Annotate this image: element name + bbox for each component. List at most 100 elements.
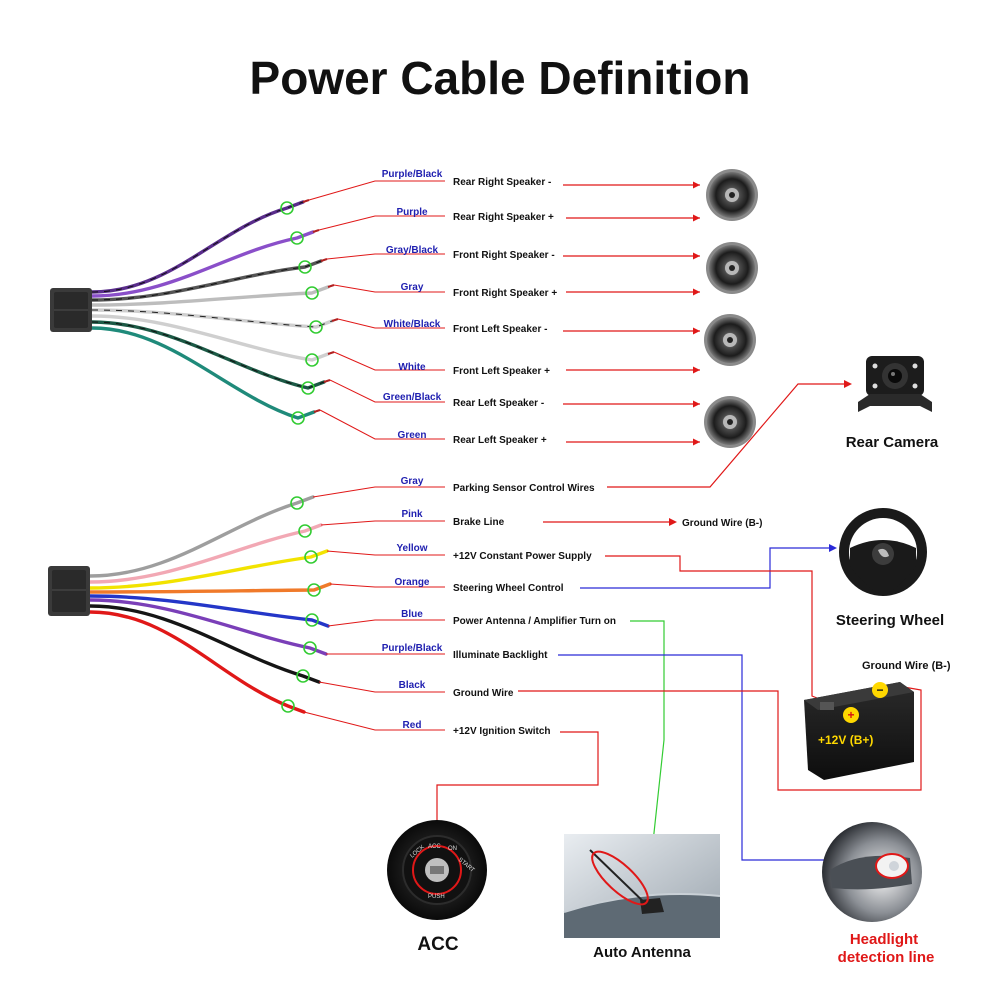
function-label-rear-right-speaker-1: Rear Right Speaker + (453, 212, 554, 223)
svg-text:+: + (847, 708, 854, 722)
route-backlight (558, 654, 835, 861)
route-steering-control-arrow (829, 544, 837, 552)
wire-orange-3 (88, 582, 332, 594)
function-label-parking-sensor-control-wires-0: Parking Sensor Control Wires (453, 483, 595, 494)
wire-marker-3 (305, 286, 319, 300)
route-steering-control (580, 547, 830, 589)
color-label-blue-4: Blue (401, 609, 423, 620)
wire-purple-black-0 (90, 200, 305, 294)
headlight-label-line1: Headlight (850, 931, 918, 948)
acc-ignition-icon (387, 820, 487, 920)
color-label-yellow-2: Yellow (396, 543, 427, 554)
wire-stripe-4 (91, 309, 333, 328)
wire-marker-0 (290, 496, 304, 510)
leader-line-7 (303, 711, 445, 731)
leader-line-3 (329, 583, 445, 588)
arrow-head-4 (693, 327, 700, 335)
rear-camera-label: Rear Camera (846, 434, 939, 451)
battery-label: +12V (B+) (818, 733, 873, 747)
page-title: Power Cable Definition (250, 52, 751, 104)
function-label-steering-wheel-control-3: Steering Wheel Control (453, 583, 564, 594)
arrow-head-1 (693, 214, 700, 222)
leader-line-1 (318, 215, 445, 231)
wire-marker-1 (298, 524, 312, 538)
auto-antenna-label: Auto Antenna (593, 944, 691, 961)
headlight-icon (822, 822, 922, 922)
wire-gray-0 (88, 495, 315, 578)
ground-wire-brake-label: Ground Wire (B-) (682, 518, 762, 529)
color-label-orange-3: Orange (394, 577, 429, 588)
wire-marker-1 (290, 231, 304, 245)
wire-black-6 (88, 604, 321, 684)
function-label-rear-left-speaker-6: Rear Left Speaker - (453, 398, 544, 409)
wire-purple-1 (90, 230, 315, 298)
wire-tip-0 (302, 199, 310, 203)
wire-marker-4 (309, 320, 323, 334)
speaker-icon-front-right (706, 242, 758, 294)
function-label-front-right-speaker-3: Front Right Speaker + (453, 288, 557, 299)
color-label-purple-1: Purple (396, 207, 428, 218)
wire-gray-black-2 (90, 259, 323, 302)
wire-pink-1 (88, 523, 323, 584)
wire-tip-2 (320, 258, 328, 262)
function-label-ground-wire-6: Ground Wire (453, 688, 514, 699)
leader-line-2 (326, 550, 445, 556)
route-parking-sensor-arrow (844, 380, 852, 388)
function-label-front-right-speaker-2: Front Right Speaker - (453, 250, 555, 261)
color-label-purple-black-5: Purple/Black (382, 643, 443, 654)
steering-wheel-label: Steering Wheel (836, 612, 944, 629)
wire-marker-7 (291, 411, 305, 425)
arrow-head-6 (693, 400, 700, 408)
steering-wheel-icon (839, 508, 927, 596)
leader-line-3 (333, 284, 445, 293)
wire-marker-6 (301, 381, 315, 395)
color-label-white-5: White (398, 362, 426, 373)
ground-wire-battery-label: Ground Wire (B-) (862, 660, 951, 672)
function-label-rear-left-speaker-7: Rear Left Speaker + (453, 435, 547, 446)
wire-tip-7 (313, 409, 321, 413)
wire-white-5 (90, 314, 330, 362)
arrow-head-3 (693, 288, 700, 296)
wire-tip-6 (323, 379, 331, 383)
route-parking-sensor (607, 383, 845, 488)
wire-marker-2 (298, 260, 312, 274)
color-label-white-black-4: White/Black (384, 319, 441, 330)
color-label-gray-0: Gray (401, 476, 424, 487)
wire-gray-3 (90, 285, 330, 307)
leader-line-2 (326, 253, 445, 260)
arrow-head-7 (693, 438, 700, 446)
wire-red-7 (88, 610, 306, 714)
function-label-brake-line-1: Brake Line (453, 517, 505, 528)
wire-stripe-6 (91, 321, 325, 389)
ignition-on-text: ON (448, 846, 457, 852)
svg-text:−: − (876, 683, 883, 697)
function-label-12v-ignition-switch-7: +12V Ignition Switch (453, 726, 551, 737)
leader-line-1 (320, 520, 445, 526)
color-label-green-7: Green (398, 430, 427, 441)
wire-tip-5 (327, 351, 335, 355)
power-connector (48, 566, 90, 616)
wire-marker-4 (305, 613, 319, 627)
wire-green-7 (90, 326, 316, 420)
arrow-head-5 (693, 366, 700, 374)
headlight-label-line2: detection line (838, 949, 935, 966)
color-label-pink-1: Pink (401, 509, 423, 520)
wire-tip-1 (312, 229, 320, 233)
color-label-black-6: Black (399, 680, 426, 691)
wire-marker-6 (296, 669, 310, 683)
ignition-push-text: PUSH (428, 894, 445, 900)
color-label-purple-black-0: Purple/Black (382, 169, 443, 180)
wire-stripe-0 (91, 201, 304, 293)
wire-marker-7 (281, 699, 295, 713)
speaker-icon-front-left (704, 314, 756, 366)
color-label-gray-black-2: Gray/Black (386, 245, 439, 256)
wire-marker-5 (305, 353, 319, 367)
auto-antenna-image (563, 834, 721, 938)
function-label-front-left-speaker-4: Front Left Speaker - (453, 324, 547, 335)
wire-yellow-2 (88, 549, 329, 590)
wire-marker-5 (303, 641, 317, 655)
leader-line-4 (327, 619, 445, 627)
color-label-green-black-6: Green/Black (383, 392, 442, 403)
